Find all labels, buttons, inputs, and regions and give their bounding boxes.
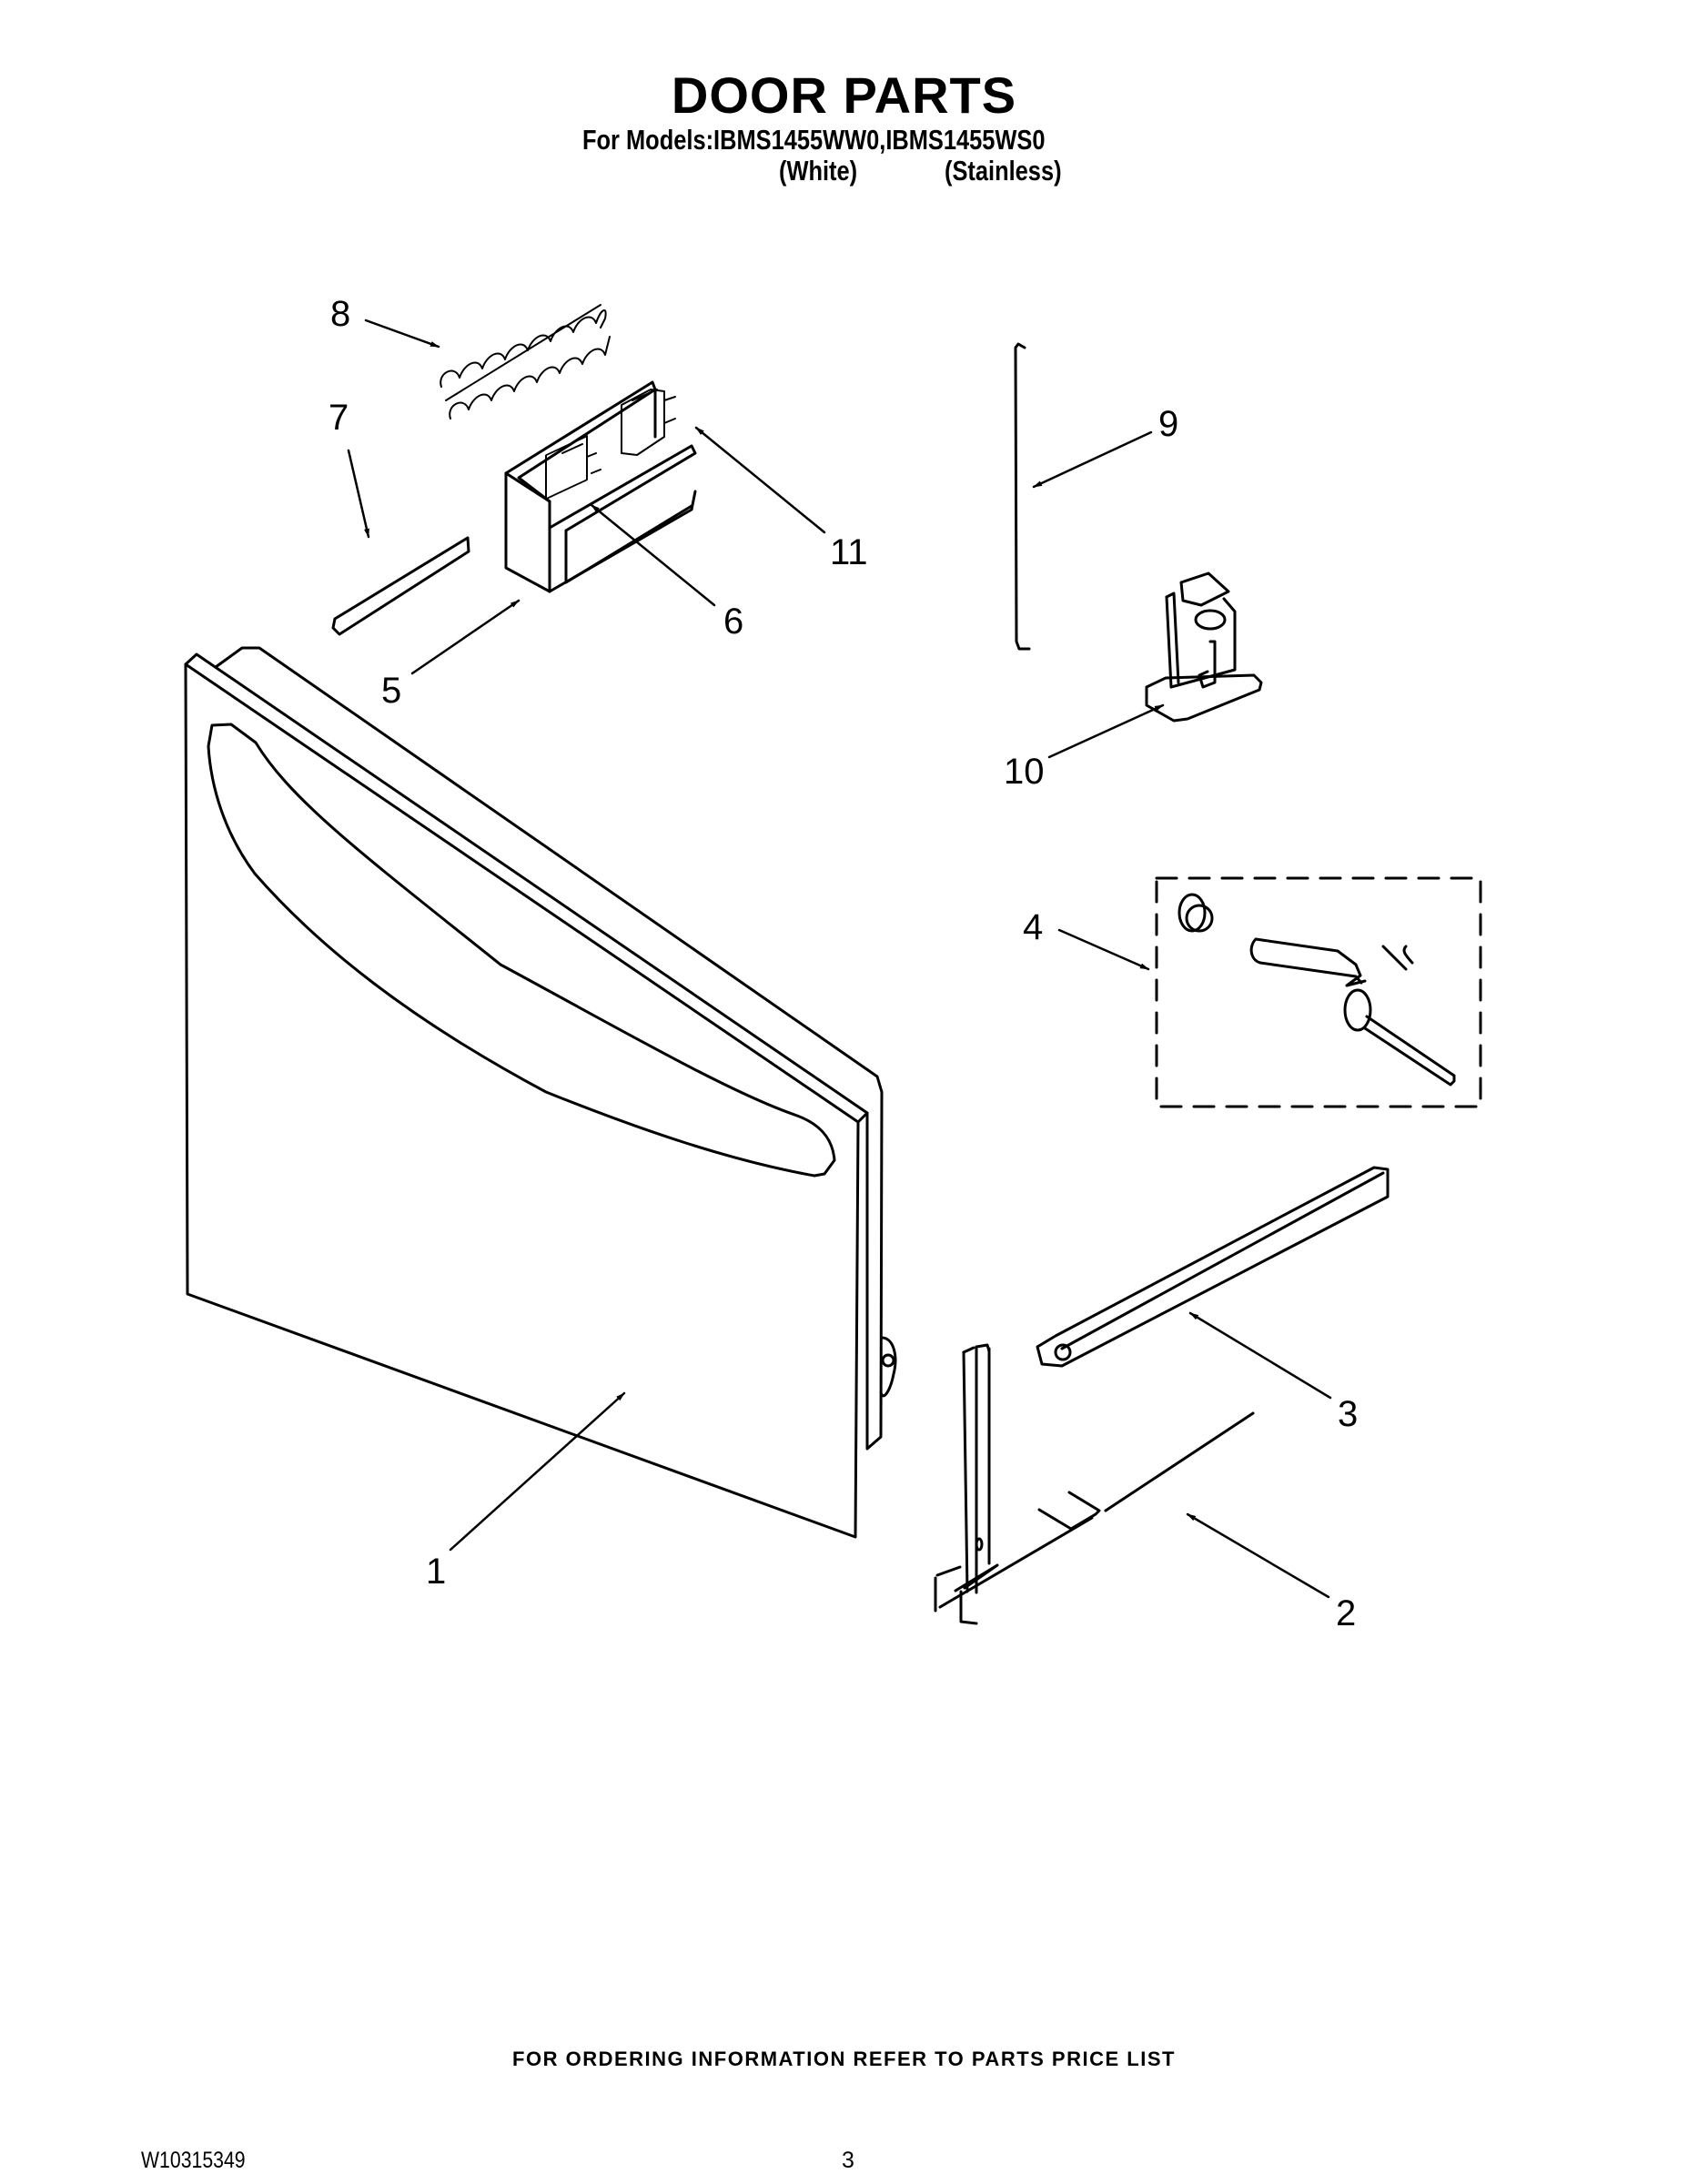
variant-white: (White) [779, 155, 858, 187]
door-panel-drawing [184, 646, 897, 1539]
leader-arrows [347, 318, 1332, 1599]
trim-strip-drawing [331, 536, 470, 636]
latch-bracket-drawing [1145, 571, 1263, 723]
switch-right-drawing [621, 389, 676, 456]
callout-4: 4 [1023, 907, 1043, 947]
callout-3: 3 [1338, 1394, 1358, 1434]
rod-drawing [1014, 342, 1031, 651]
callout-7: 7 [329, 398, 349, 438]
callout-5: 5 [381, 671, 401, 711]
callout-11: 11 [830, 532, 868, 572]
variant-stainless: (Stainless) [945, 155, 1062, 187]
callout-1: 1 [426, 1552, 446, 1592]
callout-8: 8 [330, 294, 350, 334]
switch-left-drawing [545, 435, 601, 500]
callout-labels: 1 2 3 4 5 6 7 8 9 10 11 [329, 294, 1358, 1633]
ordering-note: FOR ORDERING INFORMATION REFER TO PARTS … [512, 2048, 1176, 2070]
callout-2: 2 [1336, 1593, 1356, 1633]
door-arm-drawing [1036, 1166, 1390, 1368]
document-number: W10315349 [141, 2148, 246, 2173]
switch-housing-drawing [504, 380, 697, 593]
hinge-kit-drawing [1155, 876, 1482, 1108]
page-number: 3 [842, 2148, 854, 2173]
spring-drawing [440, 304, 611, 420]
callout-10: 10 [1004, 752, 1045, 792]
models-line: For Models:IBMS1455WW0,IBMS1455WS0 [582, 124, 1046, 156]
callout-9: 9 [1158, 404, 1178, 444]
callout-6: 6 [723, 602, 743, 642]
page-title: DOOR PARTS [671, 66, 1017, 124]
door-frame-bracket-drawing [934, 1343, 1255, 1625]
